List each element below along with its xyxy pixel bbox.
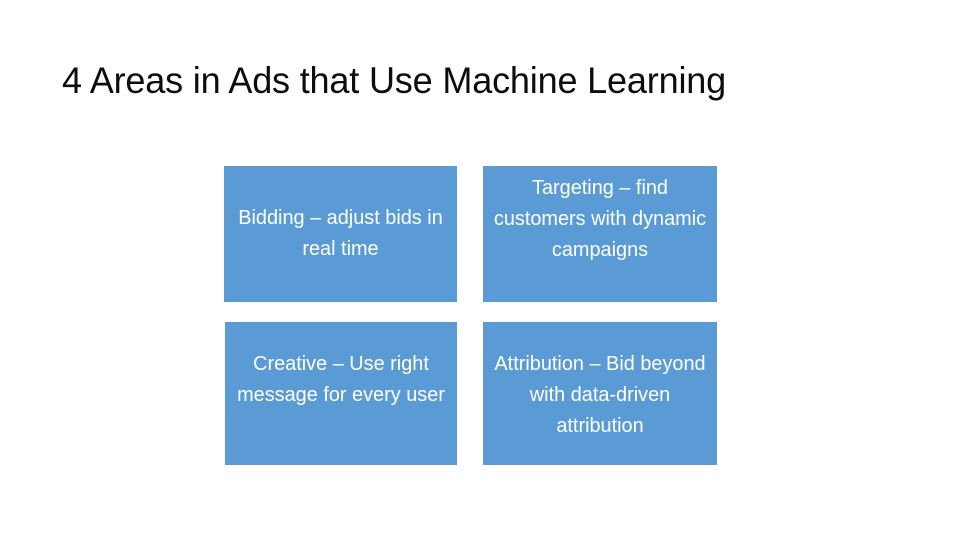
content-box-targeting[interactable]: Targeting – find customers with dynamic … — [483, 166, 717, 302]
page-title: 4 Areas in Ads that Use Machine Learning — [62, 60, 727, 101]
content-box-bidding-label: Bidding – adjust bids in real time — [238, 206, 443, 260]
content-box-bidding[interactable]: Bidding – adjust bids in real time — [224, 166, 457, 302]
content-box-attribution[interactable]: Attribution – Bid beyond with data-drive… — [483, 322, 717, 465]
content-box-creative[interactable]: Creative – Use right message for every u… — [225, 322, 457, 465]
content-box-creative-label: Creative – Use right message for every u… — [237, 352, 445, 406]
content-box-targeting-label: Targeting – find customers with dynamic … — [493, 176, 707, 261]
content-box-attribution-label: Attribution – Bid beyond with data-drive… — [494, 352, 706, 437]
